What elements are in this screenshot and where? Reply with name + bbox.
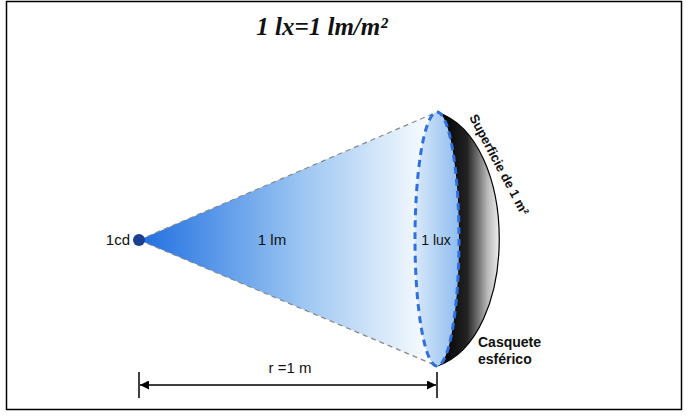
point-source — [133, 234, 145, 246]
cone-edge — [139, 112, 437, 240]
dimension-tick — [436, 372, 438, 398]
dimension-tick — [138, 372, 140, 398]
cone-edge — [139, 240, 437, 366]
flux-label: 1 lm — [258, 231, 286, 249]
dimension-label: r =1 m — [269, 359, 312, 377]
light-cone — [139, 112, 437, 366]
frame — [7, 2, 682, 410]
dimension-line — [140, 384, 436, 386]
cap-label: Casquete esférico — [478, 334, 558, 368]
source-label: 1cd — [106, 231, 130, 249]
illuminance-label: 1 lux — [421, 232, 451, 249]
formula-title: 1 lx=1 lm/m² — [256, 12, 387, 42]
cone-base-ellipse — [415, 112, 459, 366]
